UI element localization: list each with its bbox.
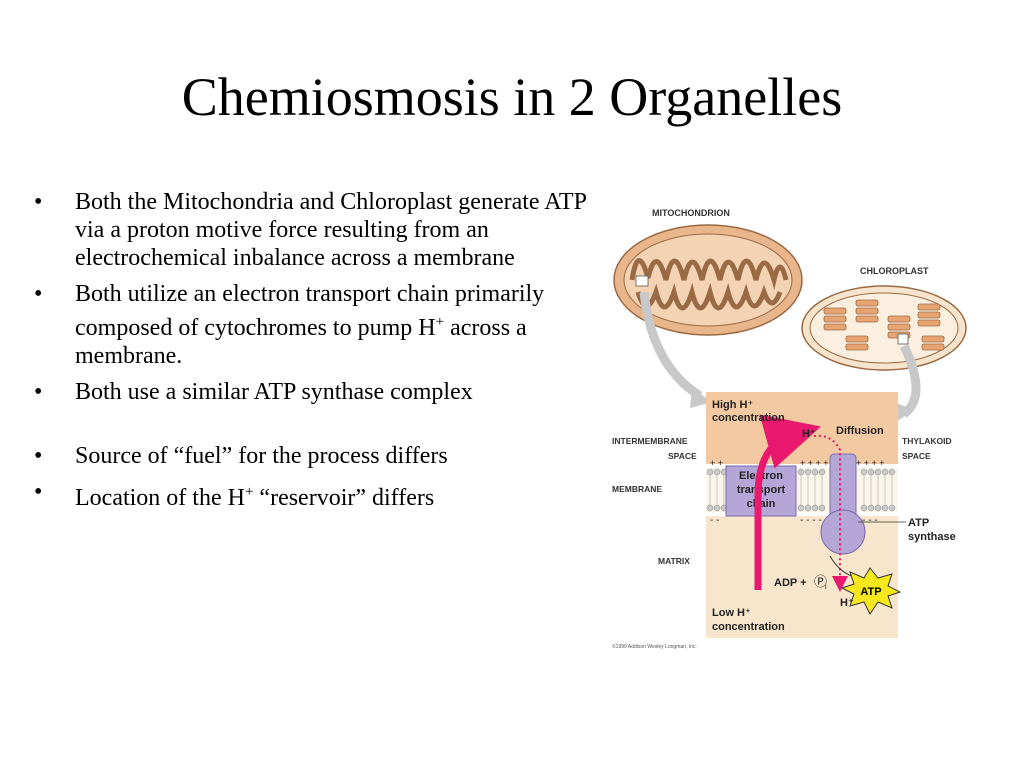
bullet-item: • Both the Mitochondria and Chloroplast …: [30, 188, 590, 272]
phospholipid-head: [811, 504, 819, 512]
plus-signs-right: + + + +: [856, 458, 885, 468]
plus-signs-mid: + + + +: [800, 458, 829, 468]
phospholipid-head: [804, 504, 812, 512]
phospholipid-head: [874, 504, 882, 512]
membrane-bilayer: [706, 468, 898, 512]
superscript-plus: +: [435, 314, 445, 330]
zoom-arrow-left-icon: [639, 291, 703, 400]
phosphate-subscript: i: [825, 584, 827, 591]
proton-pump-arrow-icon: [754, 414, 821, 590]
low-h-label-line2: concentration: [712, 621, 785, 633]
plus-signs-left: + +: [710, 458, 723, 468]
h-plus-bottom-label: H⁺: [840, 597, 854, 609]
bullet-icon: •: [34, 281, 43, 307]
phospholipid-head: [713, 468, 721, 476]
phospholipid-head: [713, 504, 721, 512]
low-h-label-line1: Low H⁺: [712, 607, 751, 619]
phosphate-icon: Ⓟ: [814, 574, 827, 589]
atp-synthase-label-line1: ATP: [908, 517, 929, 529]
minus-signs-right: - - - -: [856, 515, 878, 526]
phospholipid-head: [818, 504, 826, 512]
bullet-text: Location of the H: [75, 485, 245, 511]
minus-signs-mid: - - - -: [800, 515, 822, 526]
phospholipid-head: [881, 504, 889, 512]
chemiosmosis-diagram: MITOCHONDRION CHLOROPLAST + + +: [612, 208, 967, 650]
bullet-icon: •: [34, 189, 43, 215]
bullet-icon: •: [34, 479, 43, 505]
matrix-label: MATRIX: [658, 556, 690, 566]
phospholipid-head: [797, 468, 805, 476]
intermembrane-label-line1: INTERMEMBRANE: [612, 436, 688, 446]
bullet-list: • Both the Mitochondria and Chloroplast …: [30, 188, 590, 520]
h-plus-top-label: H⁺: [802, 428, 816, 440]
high-h-label-line1: High H⁺: [712, 399, 753, 411]
bullet-item: • Location of the H+ “reservoir” differs: [30, 478, 590, 512]
adp-label: ADP +: [774, 577, 807, 589]
phospholipid-head: [797, 504, 805, 512]
bullet-text: Both the Mitochondria and Chloroplast ge…: [75, 189, 587, 271]
high-h-label-line2: concentration: [712, 412, 785, 424]
bullet-item: • Both use a similar ATP synthase comple…: [30, 378, 590, 406]
copyright-text: ©1999 Addison Wesley Longman, Inc.: [612, 643, 697, 650]
bullet-icon: •: [34, 443, 43, 469]
chloroplast-label: CHLOROPLAST: [860, 266, 929, 276]
mitochondrion-icon: [613, 224, 803, 336]
phospholipid-head: [706, 468, 714, 476]
superscript-plus: +: [244, 484, 254, 500]
phospholipid-head: [860, 504, 868, 512]
phospholipid-head: [860, 468, 868, 476]
bullet-item: • Both utilize an electron transport cha…: [30, 280, 590, 370]
phospholipid-head: [804, 468, 812, 476]
thylakoid-label-line2: SPACE: [902, 451, 931, 461]
slide-title: Chemiosmosis in 2 Organelles: [181, 67, 843, 127]
diffusion-arrow-icon: [813, 434, 848, 592]
bullet-text-tail: “reservoir” differs: [253, 485, 435, 511]
atp-label: ATP: [860, 586, 881, 598]
atp-synthase-label-line2: synthase: [908, 531, 956, 543]
chloroplast-icon: [801, 285, 967, 371]
bullet-item: • Source of “fuel” for the process diffe…: [30, 442, 590, 470]
bullet-text: Both utilize an electron transport chain…: [75, 281, 545, 341]
phospholipid-head: [867, 468, 875, 476]
thylakoid-label-line1: THYLAKOID: [902, 436, 952, 446]
phospholipid-head: [888, 504, 896, 512]
membrane-label: MEMBRANE: [612, 484, 662, 494]
intermembrane-label-line2: SPACE: [668, 451, 697, 461]
mitochondrion-label: MITOCHONDRION: [652, 208, 730, 218]
bullet-text: Source of “fuel” for the process differs: [75, 443, 448, 469]
phospholipid-head: [706, 504, 714, 512]
phospholipid-head: [874, 468, 882, 476]
diffusion-label: Diffusion: [836, 425, 884, 437]
phospholipid-head: [811, 468, 819, 476]
phospholipid-head: [867, 504, 875, 512]
atp-synthase-icon: [820, 453, 866, 555]
bullet-icon: •: [34, 379, 43, 405]
phospholipid-head: [881, 468, 889, 476]
phospholipid-head: [888, 468, 896, 476]
minus-signs-left: - -: [710, 515, 719, 526]
atp-star-icon: [840, 567, 902, 615]
phospholipid-head: [818, 468, 826, 476]
bullet-text-tail: across a membrane.: [75, 315, 527, 369]
bullet-text: Both use a similar ATP synthase complex: [75, 379, 473, 405]
